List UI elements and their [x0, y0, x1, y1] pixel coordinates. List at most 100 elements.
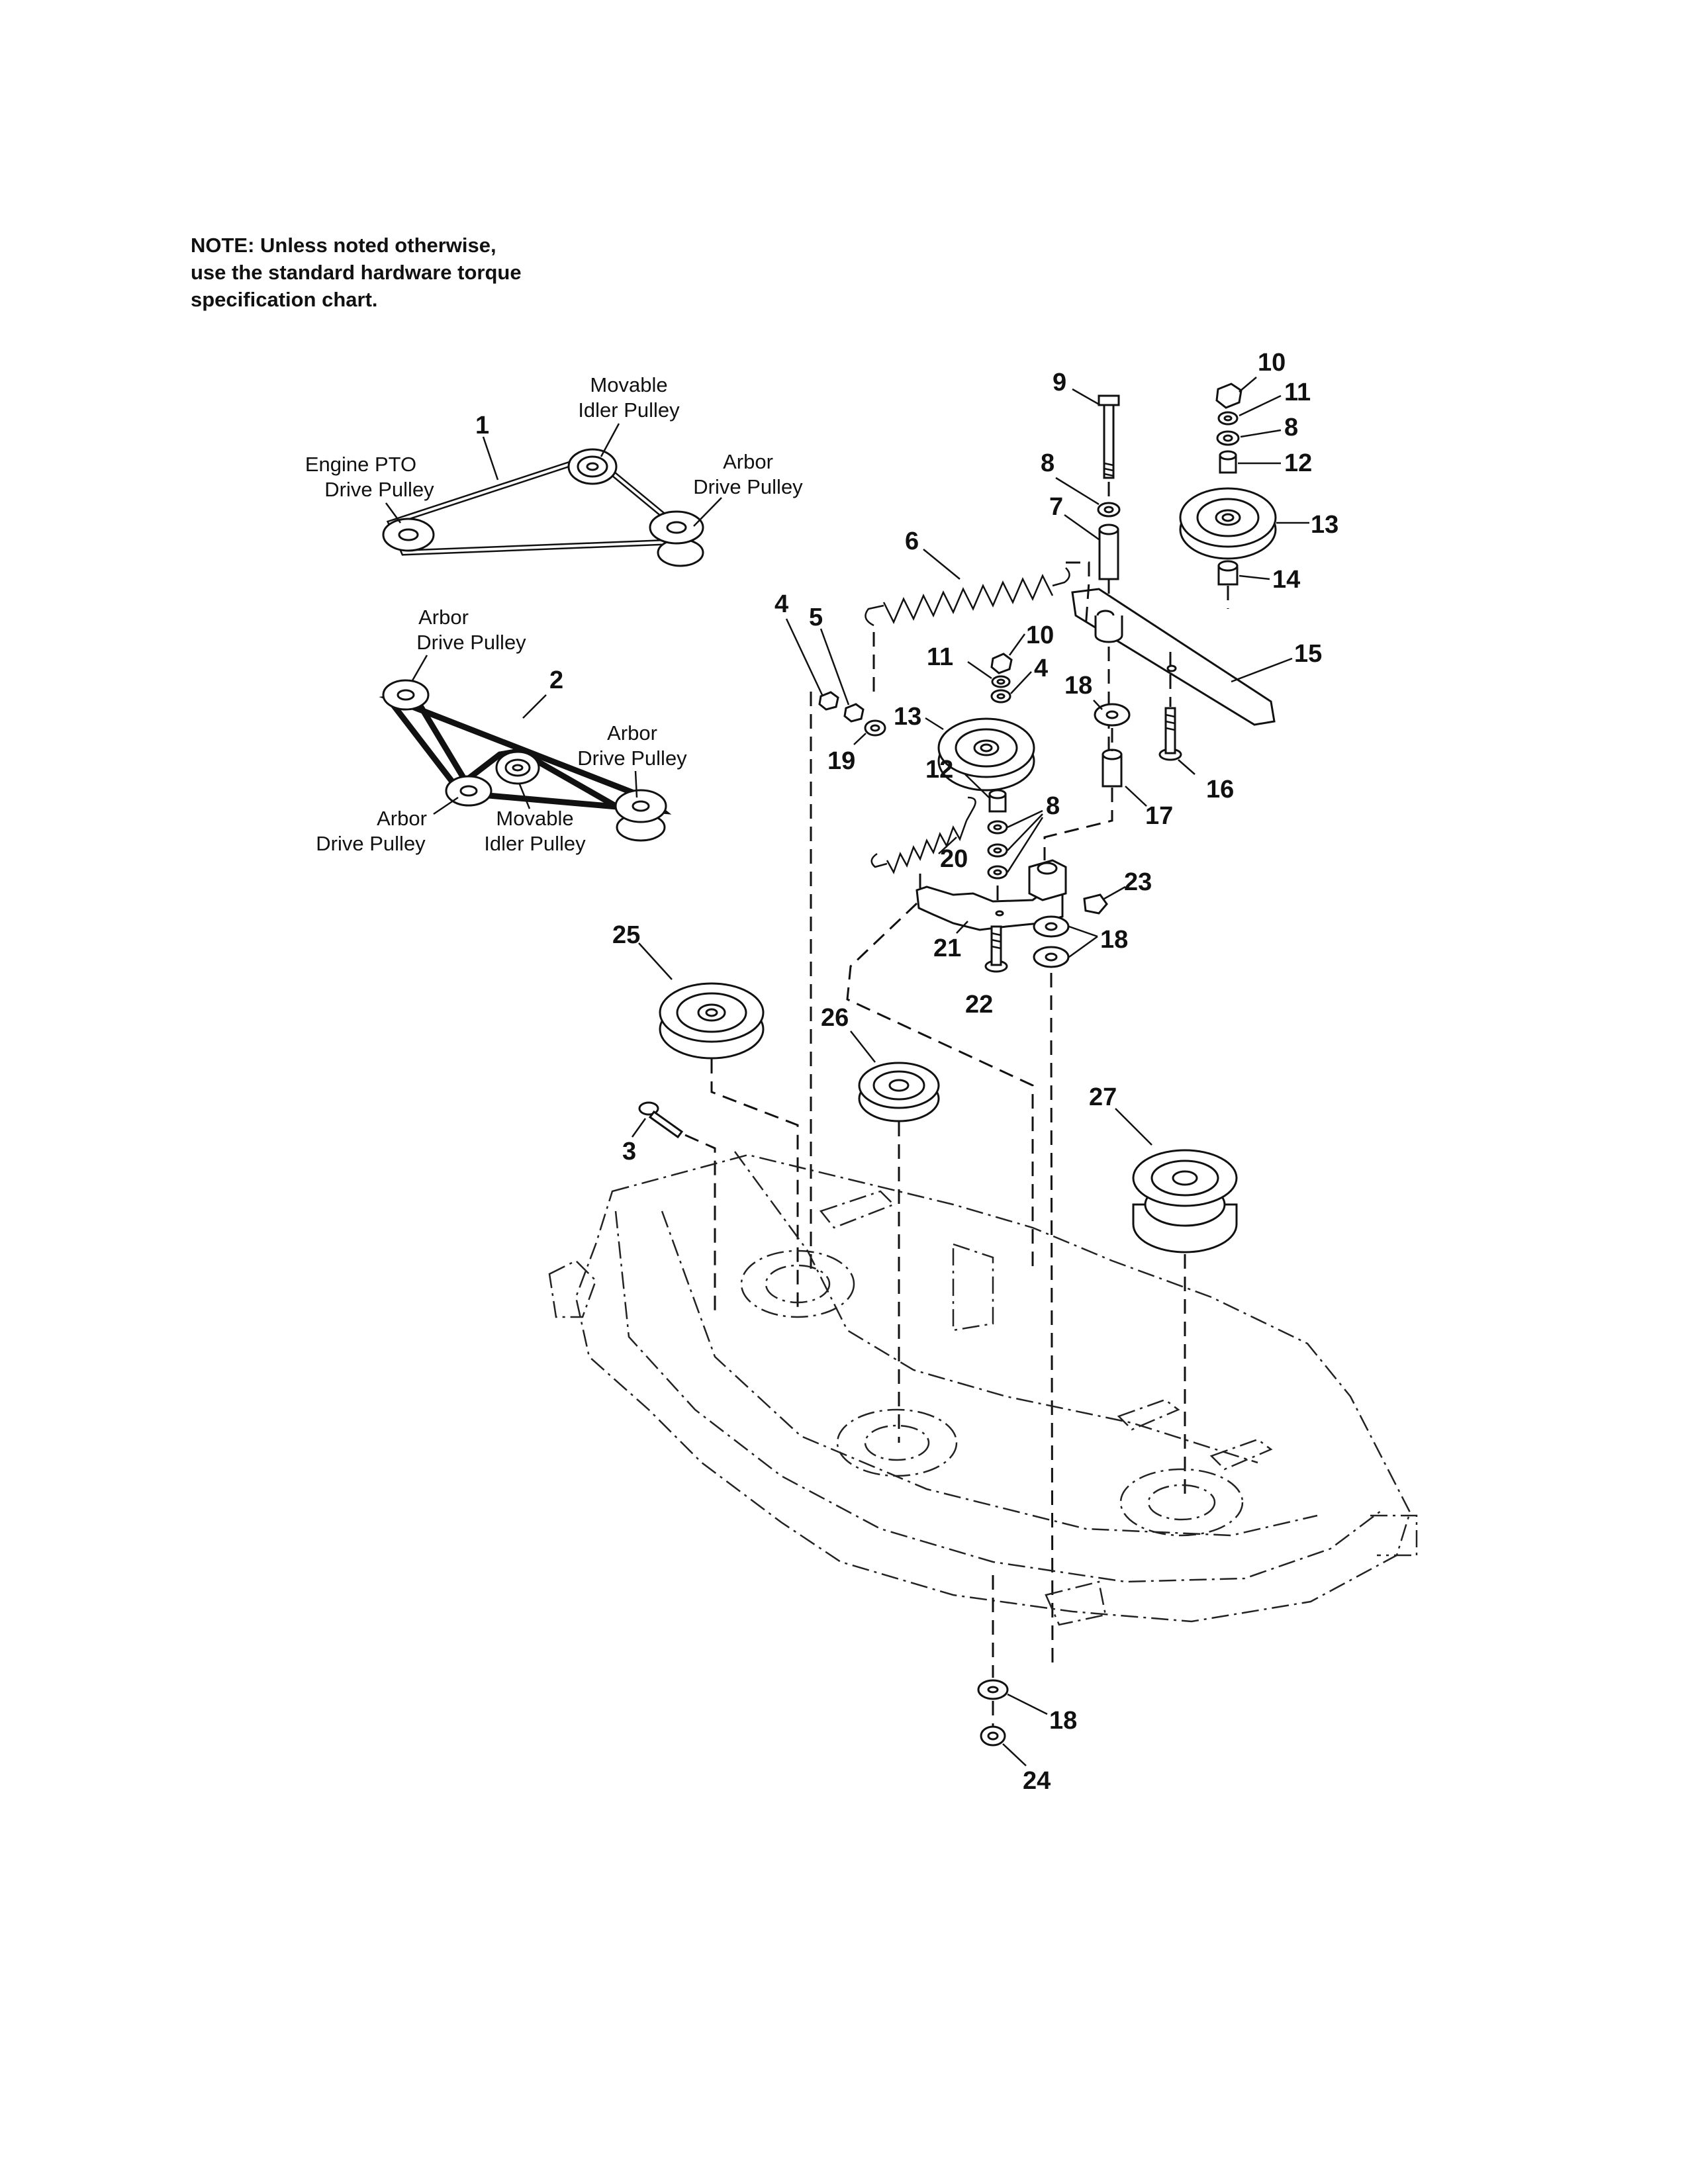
- callout-13-top: 13: [1311, 511, 1338, 539]
- callout-8-upper: 8: [1041, 449, 1055, 477]
- callout-22: 22: [965, 991, 993, 1019]
- washer-11-top: [1217, 411, 1239, 426]
- label-engine-pto-drive-pulley: Drive Pulley: [324, 478, 434, 501]
- engine-pto-drive-pulley: [382, 518, 435, 552]
- movable-idler-pulley: [567, 448, 618, 485]
- callout-17: 17: [1145, 802, 1173, 830]
- callout-25: 25: [612, 921, 640, 949]
- spacer-7: [1098, 523, 1119, 580]
- nut-10-top: [1215, 383, 1243, 409]
- callout-16: 16: [1206, 776, 1234, 803]
- note-line-2: use the standard hardware torque: [191, 261, 522, 284]
- spacer-17: [1102, 749, 1123, 788]
- callout-8-center: 8: [1046, 792, 1060, 820]
- label-movable-idler-1: Movable: [590, 373, 667, 396]
- belt-routing-diagram-2: 2 Arbor Drive Pulley Arbor Drive Pulley …: [316, 606, 687, 855]
- spacer-19: [864, 719, 886, 737]
- belt-routing-diagram-1: 1 Movable Idler Pulley Engine PTO Drive …: [305, 373, 803, 567]
- bolt-22: [984, 925, 1008, 973]
- label-arbor-right: Arbor: [607, 721, 657, 745]
- nut-4-left: [818, 691, 839, 711]
- callout-8-top: 8: [1284, 414, 1298, 441]
- callout-21: 21: [933, 934, 961, 962]
- callout-6: 6: [905, 527, 919, 555]
- callout-1: 1: [475, 412, 489, 439]
- label-arbor-top: Arbor: [418, 606, 469, 629]
- arbor-drive-pulley: [649, 510, 704, 567]
- washer-18-mid-b: [1033, 946, 1070, 968]
- washer-18-bottom: [977, 1679, 1009, 1700]
- callout-11-top: 11: [1284, 379, 1311, 406]
- pulley-25: [659, 982, 765, 1060]
- arbor-drive-pulley-right: [614, 789, 667, 842]
- callout-18-mid: 18: [1100, 926, 1128, 954]
- washer-8-center-a: [987, 820, 1008, 835]
- idler-pulley-13-center: [937, 717, 1035, 792]
- label-arbor-drive-pulley-right: Drive Pulley: [577, 747, 687, 770]
- callout-27: 27: [1089, 1083, 1117, 1111]
- bolt-16: [1158, 707, 1182, 761]
- note-line-1: NOTE: Unless noted otherwise,: [191, 234, 496, 257]
- grease-fitting-23: [1083, 893, 1108, 915]
- label-arbor-drive-pulley-top: Drive Pulley: [416, 631, 526, 654]
- callout-4-left: 4: [774, 590, 788, 618]
- callout-4-center: 4: [1034, 655, 1048, 682]
- callout-10-center: 10: [1026, 621, 1054, 649]
- washer-4-center: [990, 689, 1011, 704]
- note-line-3: specification chart.: [191, 288, 378, 311]
- washer-8-center-b: [987, 843, 1008, 858]
- callout-10-top: 10: [1258, 349, 1286, 377]
- idler-bracket-21: [915, 859, 1067, 931]
- bushing-12-center: [988, 789, 1007, 813]
- callout-20: 20: [940, 845, 968, 873]
- label-arbor-drive-pulley-left: Drive Pulley: [316, 832, 426, 855]
- arbor-drive-pulley-top: [382, 679, 430, 711]
- mower-deck: [548, 1151, 1418, 1626]
- callout-18-bottom: 18: [1049, 1707, 1077, 1735]
- callout-19: 19: [827, 747, 855, 775]
- callout-15: 15: [1294, 640, 1322, 668]
- callout-18-upper: 18: [1064, 672, 1092, 700]
- label-engine-pto: Engine PTO: [305, 453, 416, 476]
- pulley-27: [1132, 1149, 1238, 1253]
- bushing-14: [1217, 560, 1239, 586]
- callout-23: 23: [1124, 868, 1152, 896]
- pulley-26: [858, 1062, 940, 1122]
- label-idler-pulley-2: Idler Pulley: [484, 832, 586, 855]
- callout-2: 2: [549, 666, 563, 694]
- callout-12-top: 12: [1284, 449, 1312, 477]
- callout-11-center: 11: [927, 643, 953, 671]
- label-arbor-1: Arbor: [723, 450, 773, 473]
- label-arbor-drive-pulley-1: Drive Pulley: [693, 475, 803, 498]
- callout-9: 9: [1053, 369, 1066, 396]
- spring-20: [870, 796, 976, 875]
- label-arbor-left: Arbor: [377, 807, 427, 830]
- washer-8-upper: [1097, 502, 1121, 518]
- spring-6: [865, 567, 1070, 627]
- callout-24: 24: [1023, 1767, 1051, 1795]
- washer-8-top: [1216, 430, 1240, 446]
- idler-pulley-13-top: [1179, 487, 1277, 560]
- callout-13-center: 13: [894, 703, 921, 731]
- idler-arm-15: [1071, 588, 1276, 726]
- bushing-12-top: [1219, 450, 1237, 474]
- washer-11-center: [991, 675, 1011, 688]
- callout-14: 14: [1272, 566, 1300, 594]
- washer-18-upper: [1094, 703, 1131, 727]
- label-movable-idler-2: Movable: [496, 807, 573, 830]
- callout-12-center: 12: [925, 756, 953, 784]
- bolt-3: [638, 1101, 684, 1139]
- bolt-9: [1098, 394, 1120, 479]
- callout-26: 26: [821, 1004, 849, 1032]
- callout-7: 7: [1049, 493, 1063, 521]
- callout-3: 3: [622, 1138, 636, 1165]
- nut-24: [980, 1725, 1006, 1747]
- callout-5: 5: [809, 604, 823, 631]
- torque-note: NOTE: Unless noted otherwise, use the st…: [191, 232, 614, 313]
- label-idler-pulley-1: Idler Pulley: [578, 398, 680, 422]
- nut-5: [843, 703, 865, 723]
- nut-10-center: [990, 653, 1013, 674]
- washer-8-center-c: [987, 865, 1008, 880]
